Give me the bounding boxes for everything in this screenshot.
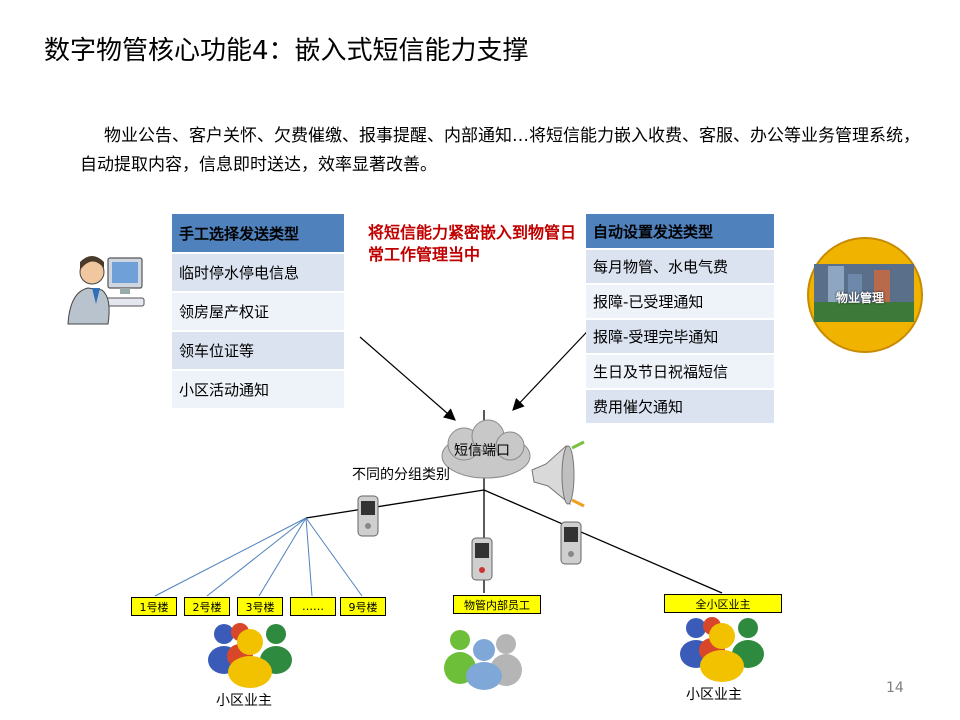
people-group-icon (208, 623, 292, 688)
page-title: 数字物管核心功能4：嵌入式短信能力支撑 (44, 36, 529, 66)
intro-paragraph: 物业公告、客户关怀、欠费催缴、报事提醒、内部通知…将短信能力嵌入收费、客服、办公… (80, 122, 920, 180)
group-category-label: 不同的分组类别 (352, 467, 450, 483)
auto-item: 每月物管、水电气费 (586, 250, 774, 285)
branch-left (305, 489, 485, 519)
owners-right-label: 小区业主 (686, 687, 742, 703)
manual-type-table: 手工选择发送类型 临时停水停电信息 领房屋产权证 领车位证等 小区活动通知 (172, 214, 344, 410)
building-more-label: …… (290, 597, 336, 616)
arrow-auto-to-port (512, 317, 601, 411)
page-number: 14 (886, 680, 904, 696)
manual-item: 领车位证等 (172, 332, 344, 371)
mgmt-label: 物业管理 (836, 291, 885, 305)
property-management-badge-icon (807, 237, 923, 353)
branch-right (483, 489, 723, 594)
person-at-computer-icon (67, 256, 145, 325)
mobile-phone-icon (471, 537, 493, 581)
cloud-icon (441, 419, 531, 479)
all-owners-label: 全小区业主 (664, 594, 782, 613)
auto-item: 报障-已受理通知 (586, 285, 774, 320)
people-group-icon (444, 630, 522, 690)
building-2-label: 2号楼 (184, 597, 230, 616)
people-group-icon (680, 617, 764, 682)
auto-item: 生日及节日祝福短信 (586, 355, 774, 390)
building-fan-lines (154, 517, 363, 597)
arrow-manual-to-port (359, 336, 456, 421)
building-9-label: 9号楼 (340, 597, 386, 616)
owners-left-label: 小区业主 (216, 693, 272, 709)
staff-label: 物管内部员工 (453, 595, 541, 614)
sms-port-label: 短信端口 (454, 443, 510, 459)
embed-note: 将短信能力紧密嵌入到物管日常工作管理当中 (368, 223, 577, 264)
building-1-label: 1号楼 (131, 597, 177, 616)
auto-type-table: 自动设置发送类型 每月物管、水电气费 报障-已受理通知 报障-受理完毕通知 生日… (586, 214, 774, 425)
auto-item: 费用催欠通知 (586, 390, 774, 425)
auto-table-header: 自动设置发送类型 (586, 214, 774, 250)
mobile-phone-icon (357, 495, 379, 537)
mobile-phone-icon (560, 521, 582, 565)
manual-item: 小区活动通知 (172, 371, 344, 410)
manual-table-header: 手工选择发送类型 (172, 214, 344, 254)
intro-text: 物业公告、客户关怀、欠费催缴、报事提醒、内部通知…将短信能力嵌入收费、客服、办公… (80, 126, 920, 175)
loudspeaker-icon (531, 440, 585, 508)
building-3-label: 3号楼 (237, 597, 283, 616)
auto-item: 报障-受理完毕通知 (586, 320, 774, 355)
manual-item: 领房屋产权证 (172, 293, 344, 332)
manual-item: 临时停水停电信息 (172, 254, 344, 293)
